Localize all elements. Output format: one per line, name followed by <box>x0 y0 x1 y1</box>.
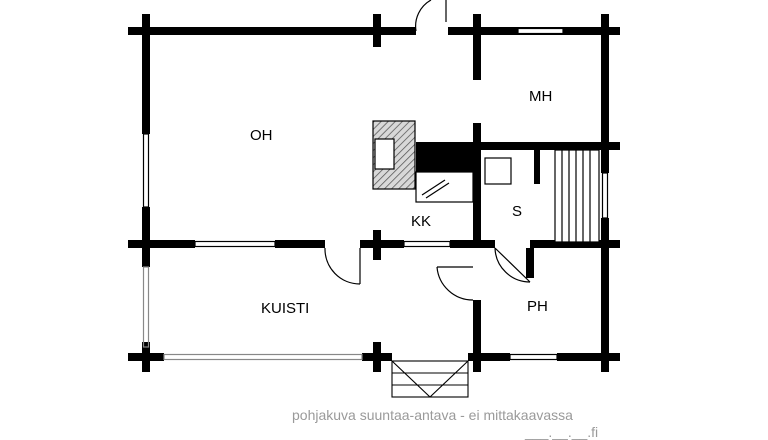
wall-mh-bottom <box>473 142 620 150</box>
room-label-kuisti: KUISTI <box>261 300 309 317</box>
wall-mid-1 <box>128 240 195 248</box>
window-oh-bottom <box>194 240 276 248</box>
door-sauna-leaf <box>494 247 531 283</box>
room-label-ph: PH <box>527 298 548 315</box>
window-s-right <box>601 172 609 219</box>
post-top-mid <box>373 14 381 47</box>
post-bottom-left <box>142 342 150 372</box>
door-ph-swing <box>436 266 474 301</box>
post-bottom-mid <box>373 342 381 372</box>
room-label-kk: KK <box>411 213 431 230</box>
door-entrance-swing <box>415 0 432 32</box>
room-label-mh: MH <box>529 88 552 105</box>
door-kuisti-swing <box>324 247 361 285</box>
plan-caption-partial: ___.__.__.fi <box>525 424 599 440</box>
window-ph-bottom <box>509 353 558 361</box>
wall-mid-2 <box>275 240 325 248</box>
fireplace-firebox <box>374 138 395 170</box>
windows <box>142 27 609 361</box>
window-kk-bottom <box>403 240 451 248</box>
door-sauna-swing <box>494 247 531 283</box>
stove-block <box>416 142 473 172</box>
post-left-mid <box>142 230 150 256</box>
window-oh-left <box>142 133 150 208</box>
window-mh-top <box>517 27 564 35</box>
sauna-benches <box>554 149 600 243</box>
wall-s-stair-divider <box>534 150 540 184</box>
post-mid-kk <box>373 230 381 260</box>
wall-mid-3 <box>360 240 404 248</box>
wall-right-upper <box>601 14 609 173</box>
wall-mid-4 <box>450 240 495 248</box>
room-label-oh: OH <box>250 127 273 144</box>
wall-ph-left <box>473 300 481 372</box>
wall-bottom-4 <box>557 353 620 361</box>
fireplace <box>372 120 416 190</box>
wall-right-lower <box>601 218 609 372</box>
wall-left-upper <box>142 14 150 134</box>
plan-caption: pohjakuva suuntaa-antava - ei mittakaava… <box>292 407 573 423</box>
walls <box>128 14 620 372</box>
sauna-heater <box>484 157 512 185</box>
wall-top-left <box>128 27 416 35</box>
window-kuisti-bottom <box>163 353 363 361</box>
post-right-mid <box>601 230 609 256</box>
room-label-s: S <box>512 203 522 220</box>
wall-mh-left <box>473 14 481 80</box>
window-kuisti-left <box>142 266 150 348</box>
wall-ph-right <box>526 248 534 278</box>
wall-mid-5 <box>530 240 620 248</box>
wall-bottom-3 <box>468 353 510 361</box>
stove-top <box>415 171 474 203</box>
wall-mh-left-lower <box>473 123 481 248</box>
doors <box>324 0 531 301</box>
entrance-steps <box>391 360 469 398</box>
